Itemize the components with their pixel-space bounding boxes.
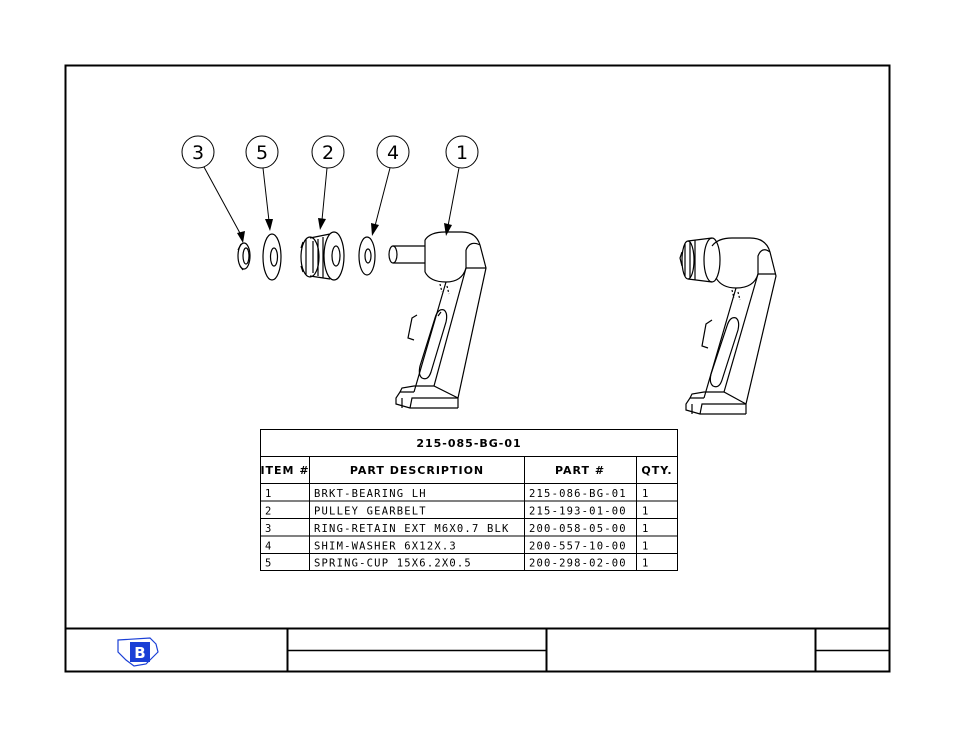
balloon-item-1: 1 [444,135,479,236]
balloon-item-2: 2 [311,135,345,230]
part-retaining-ring [237,242,251,271]
bom-cell-item: 5 [265,558,273,570]
table-row: 3 RING-RETAIN EXT M6X0.7 BLK 200-058-05-… [265,523,650,535]
bom-cell-qty: 1 [642,488,650,500]
bom-cell-qty: 1 [642,558,650,570]
bom-cell-description: SHIM-WASHER 6X12X.3 [314,541,457,553]
bom-cell-part: 200-557-10-00 [529,541,627,553]
balloon-label: 1 [456,142,468,164]
title-block [65,627,890,672]
balloon-label: 2 [322,142,334,164]
bom-cell-part: 215-193-01-00 [529,506,627,518]
part-pulley-gearbelt [300,231,345,281]
exploded-view [237,231,487,409]
bom-cell-qty: 1 [642,523,650,535]
part-bearing-bracket [388,231,487,409]
bom-table: 215-085-BG-01 ITEM # PART DESCRIPTION PA… [260,429,678,571]
balloon-item-3: 3 [181,135,245,243]
bom-cell-part: 200-298-02-00 [529,558,627,570]
part-shim-washer [358,236,376,276]
table-row: 5 SPRING-CUP 15X6.2X0.5 200-298-02-00 1 [265,558,650,570]
bom-cell-item: 4 [265,541,273,553]
balloon-item-4: 4 [371,135,410,236]
bom-header-description: PART DESCRIPTION [350,464,484,477]
balloon-label: 4 [387,142,399,164]
bom-title: 215-085-BG-01 [416,437,521,450]
assembled-view [679,237,777,415]
logo-square [130,642,150,662]
part-spring-cup [262,233,282,281]
bom-header-item: ITEM # [260,464,309,477]
bom-cell-qty: 1 [642,506,650,518]
bom-cell-item: 3 [265,523,273,535]
bom-cell-item: 1 [265,488,273,500]
table-row: 2 PULLEY GEARBELT 215-193-01-00 1 [265,506,650,518]
bom-cell-part: 200-058-05-00 [529,523,627,535]
bom-cell-description: PULLEY GEARBELT [314,506,427,518]
callout-balloons: 3 5 2 4 1 [181,135,479,243]
logo-letter: B [134,644,145,662]
bom-cell-description: SPRING-CUP 15X6.2X0.5 [314,558,472,570]
bom-cell-description: RING-RETAIN EXT M6X0.7 BLK [314,523,510,535]
balloon-item-5: 5 [245,135,279,231]
sheet-border [64,64,891,673]
bom-cell-description: BRKT-BEARING LH [314,488,427,500]
table-row: 1 BRKT-BEARING LH 215-086-BG-01 1 [265,488,650,500]
bom-cell-part: 215-086-BG-01 [529,488,627,500]
bom-header-part: PART # [555,464,605,477]
balloon-label: 3 [192,142,204,164]
bom-cell-qty: 1 [642,541,650,553]
company-logo: B [117,637,159,667]
bom-header-qty: QTY. [641,464,672,477]
balloon-label: 5 [256,142,268,164]
bom-cell-item: 2 [265,506,273,518]
table-row: 4 SHIM-WASHER 6X12X.3 200-557-10-00 1 [265,541,650,553]
